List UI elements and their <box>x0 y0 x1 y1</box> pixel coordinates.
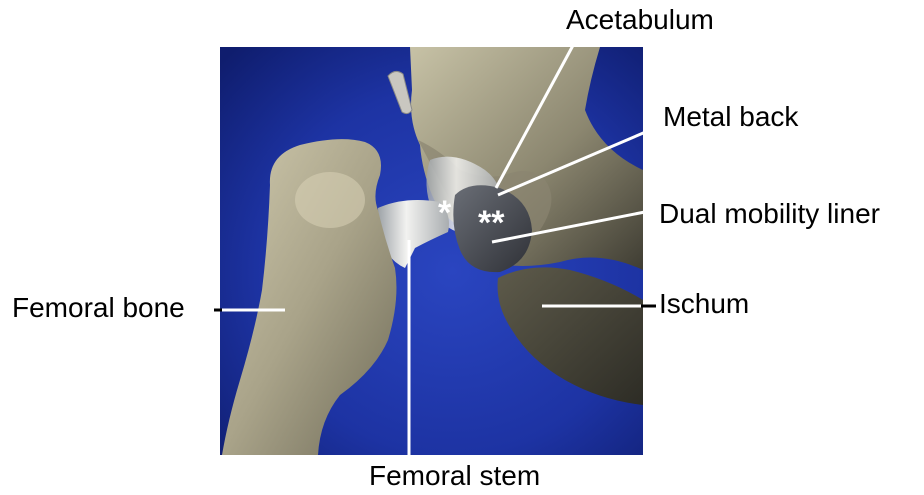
label-acetabulum: Acetabulum <box>566 6 714 34</box>
label-ischum: Ischum <box>659 290 749 318</box>
label-metal-back: Metal back <box>663 103 798 131</box>
label-dual-mobility-liner: Dual mobility liner <box>659 200 880 228</box>
greater-trochanter <box>295 172 365 228</box>
marker-double-asterisk: ** <box>478 206 504 240</box>
label-femoral-stem: Femoral stem <box>369 462 540 490</box>
label-femoral-bone: Femoral bone <box>12 294 185 322</box>
marker-single-asterisk: * <box>438 196 451 230</box>
